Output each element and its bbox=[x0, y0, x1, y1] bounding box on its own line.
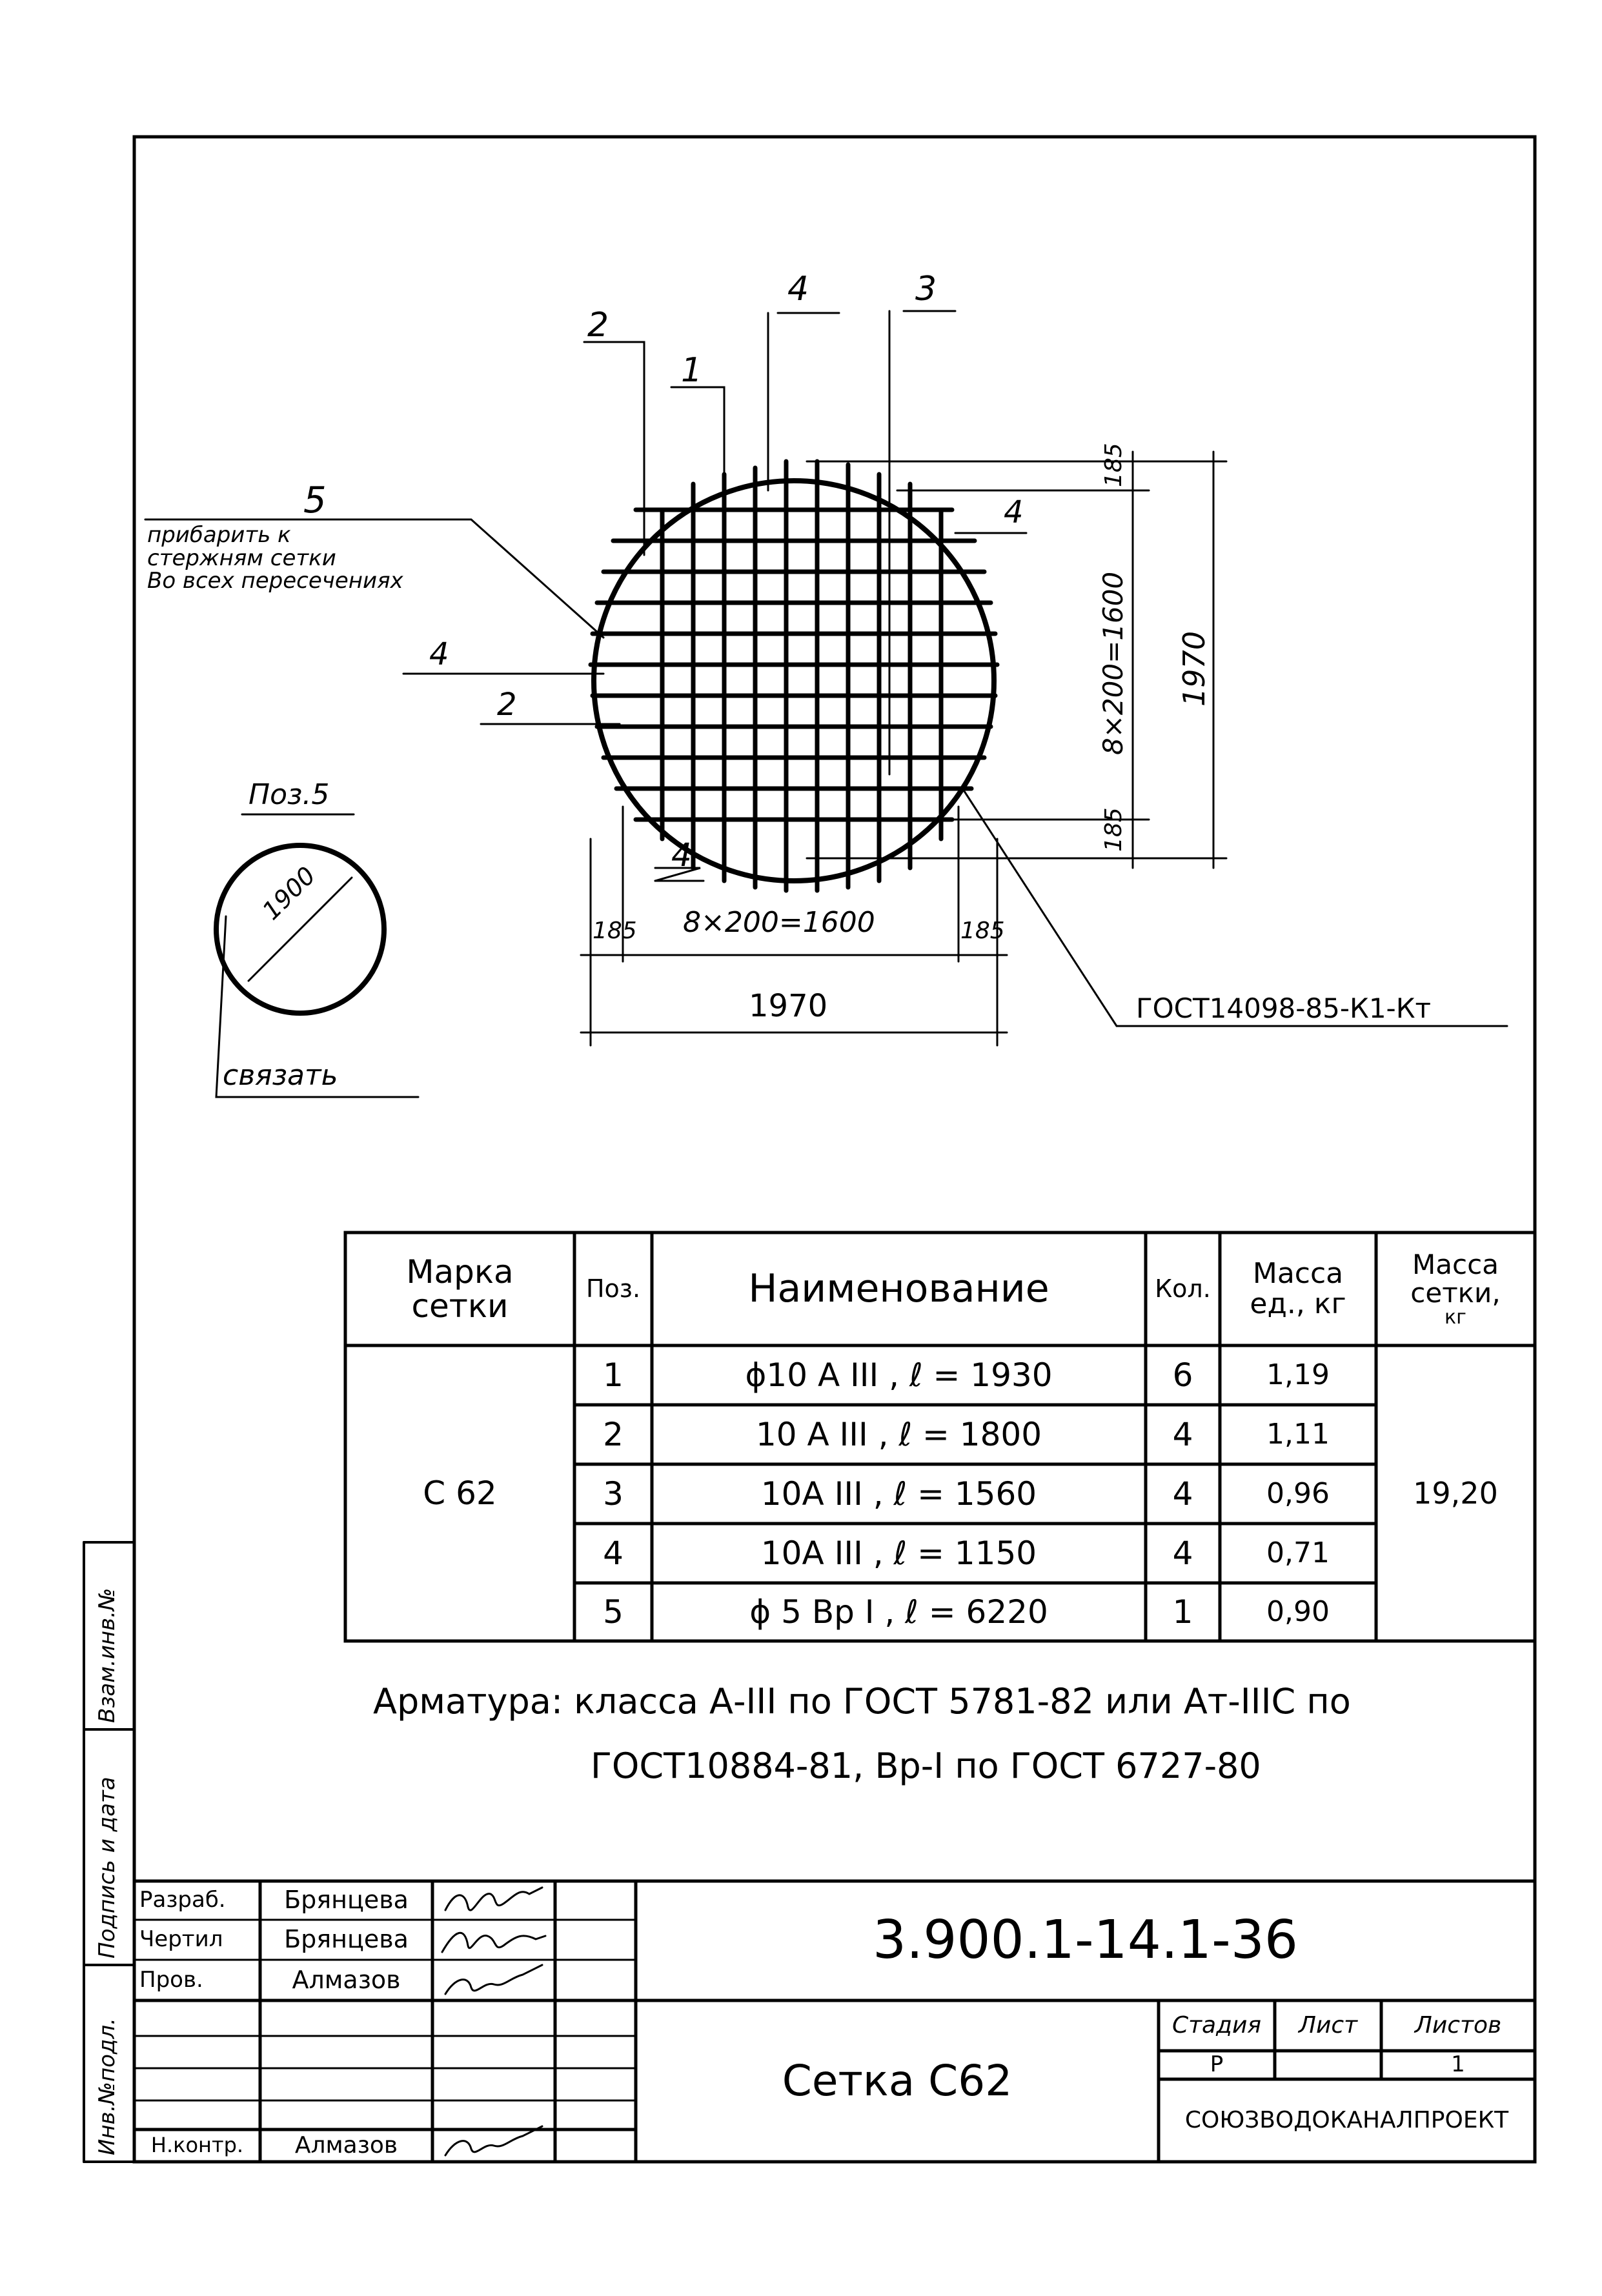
callout-pos4-bottom: 4 bbox=[671, 836, 692, 874]
tb-name-drafter: Брянцева bbox=[284, 1925, 409, 1954]
table-row-1-name: ϕ10 А III , ℓ = 1930 bbox=[745, 1356, 1053, 1394]
table-row-2-name: 10 А III , ℓ = 1800 bbox=[755, 1415, 1042, 1453]
vertical-bars bbox=[660, 459, 944, 893]
tb-sheets-value: 1 bbox=[1451, 2051, 1465, 2078]
table-row-2-pos: 2 bbox=[603, 1415, 624, 1453]
weld-note-line-1: прибарить к bbox=[147, 522, 291, 548]
mesh-mark: С 62 bbox=[423, 1474, 497, 1512]
callout-pos2-left: 2 bbox=[497, 687, 517, 723]
table-row-3-mass: 0,96 bbox=[1266, 1476, 1330, 1510]
th-mesh-mass-line-3: кг bbox=[1445, 1305, 1466, 1329]
weld-note: прибарить к стержням сетки Во всех перес… bbox=[147, 522, 403, 594]
dim-span-horizontal: 8×200=1600 bbox=[683, 906, 875, 939]
note-line-1: Арматура: класса А-III по ГОСТ 5781-82 и… bbox=[373, 1681, 1351, 1722]
table-row-4-mass: 0,71 bbox=[1266, 1536, 1330, 1569]
callout-pos4-top: 4 bbox=[787, 270, 809, 308]
tb-stage-value: Р bbox=[1210, 2051, 1224, 2078]
callout-pos4-right: 4 bbox=[1004, 494, 1024, 530]
weld-note-line-3: Во всех пересечениях bbox=[147, 568, 403, 594]
table-row-1-pos: 1 bbox=[603, 1356, 624, 1394]
dim-edge-top: 185 bbox=[1100, 443, 1127, 487]
table-row-4-name: 10А III , ℓ = 1150 bbox=[760, 1534, 1037, 1572]
mesh-outline-circle bbox=[591, 478, 997, 883]
dim-edge-bottom: 185 bbox=[1100, 807, 1127, 852]
callout-pos4-left: 4 bbox=[429, 636, 449, 672]
tb-sheet-label: Лист bbox=[1298, 2012, 1358, 2039]
table-row-5-qty: 1 bbox=[1172, 1593, 1193, 1631]
tb-role-developer: Разраб. bbox=[139, 1887, 226, 1913]
table-row-1-mass: 1,19 bbox=[1266, 1358, 1330, 1391]
dim-span-vertical: 8×200=1600 bbox=[1097, 571, 1129, 755]
table-row-4-pos: 4 bbox=[603, 1534, 624, 1572]
tb-role-checker: Пров. bbox=[139, 1966, 203, 1993]
table-row-3-qty: 4 bbox=[1172, 1475, 1193, 1513]
table-row-5-mass: 0,90 bbox=[1266, 1595, 1330, 1628]
side-stamp-inv: Инв.№подл. bbox=[94, 2018, 120, 2155]
tb-name-developer: Брянцева bbox=[284, 1886, 409, 1915]
callout-pos1-top: 1 bbox=[681, 351, 703, 390]
title-block-thin-lines bbox=[133, 1918, 637, 2102]
dim-total-horizontal: 1970 bbox=[749, 988, 828, 1024]
table-row-2-qty: 4 bbox=[1172, 1415, 1193, 1453]
title-block-lines bbox=[132, 1879, 1537, 2164]
callout-pos5: 5 bbox=[303, 479, 327, 521]
side-stamp-signature: Подпись и дата bbox=[94, 1777, 120, 1959]
table-row-4-qty: 4 bbox=[1172, 1534, 1193, 1572]
dim-total-vertical: 1970 bbox=[1177, 630, 1212, 707]
th-mesh-mass: Масса сетки, кг bbox=[1376, 1233, 1535, 1345]
th-unit-mass-line-2: ед., кг bbox=[1250, 1287, 1346, 1320]
table-row-3-pos: 3 bbox=[603, 1475, 624, 1513]
doc-code: 3.900.1-14.1-36 bbox=[872, 1909, 1299, 1971]
tb-stage-label: Стадия bbox=[1171, 2012, 1262, 2039]
callout-pos2-top: 2 bbox=[587, 306, 609, 345]
tb-role-normcontrol: Н.контр. bbox=[150, 2133, 244, 2158]
doc-title: Сетка С62 bbox=[782, 2056, 1013, 2106]
th-pos: Поз. bbox=[585, 1274, 641, 1303]
th-unit-mass-line-1: Масса bbox=[1252, 1257, 1344, 1291]
pos5-ring bbox=[214, 843, 387, 1016]
tb-organization: СОЮЗВОДОКАНАЛПРОЕКТ bbox=[1184, 2107, 1509, 2134]
spec-table-lines bbox=[343, 1231, 1537, 1643]
table-row-1-qty: 6 bbox=[1172, 1356, 1193, 1394]
table-row-3-name: 10А III , ℓ = 1560 bbox=[760, 1475, 1037, 1513]
th-name: Наименование bbox=[748, 1266, 1049, 1311]
dim-edge-right: 185 bbox=[960, 918, 1005, 944]
leader-lines bbox=[144, 310, 1508, 1098]
table-row-5-name: ϕ 5 Вр I , ℓ = 6220 bbox=[749, 1593, 1048, 1631]
dim-edge-left: 185 bbox=[593, 918, 637, 944]
tb-sheets-label: Листов bbox=[1414, 2012, 1502, 2039]
callout-pos3-top: 3 bbox=[915, 270, 937, 308]
th-mark-line-1: Марка bbox=[406, 1253, 514, 1291]
side-stamp-strip bbox=[83, 1541, 136, 2163]
th-mesh-mass-line-1: Масса bbox=[1412, 1248, 1499, 1280]
gost-weld-note: ГОСТ14098-85-К1-Кт bbox=[1136, 992, 1431, 1024]
note-line-2: ГОСТ10884-81, Вр-I по ГОСТ 6727-80 bbox=[591, 1746, 1261, 1786]
dimension-lines bbox=[580, 450, 1228, 1047]
table-row-5-pos: 5 bbox=[603, 1593, 624, 1631]
side-stamp-vzam: Взам.инв.№ bbox=[94, 1587, 120, 1723]
th-mesh-mass-line-2: сетки, bbox=[1410, 1276, 1501, 1309]
tb-role-drafter: Чертил bbox=[139, 1926, 223, 1953]
mesh-mass: 19,20 bbox=[1413, 1475, 1498, 1511]
th-mark: Марка сетки bbox=[345, 1233, 574, 1345]
weld-note-line-2: стержням сетки bbox=[147, 545, 336, 571]
table-row-2-mass: 1,11 bbox=[1266, 1417, 1330, 1451]
th-qty: Кол. bbox=[1155, 1274, 1211, 1303]
th-unit-mass: Масса ед., кг bbox=[1220, 1233, 1376, 1345]
horizontal-bars bbox=[588, 507, 1000, 822]
frame-border bbox=[132, 135, 1537, 2164]
tb-name-checker: Алмазов bbox=[292, 1965, 401, 1994]
tb-name-normcontrol: Алмазов bbox=[294, 2132, 398, 2159]
pos5-detail-title: Поз.5 bbox=[248, 778, 330, 811]
pos5-tie-note: связать bbox=[223, 1059, 338, 1092]
th-mark-line-2: сетки bbox=[411, 1287, 509, 1325]
